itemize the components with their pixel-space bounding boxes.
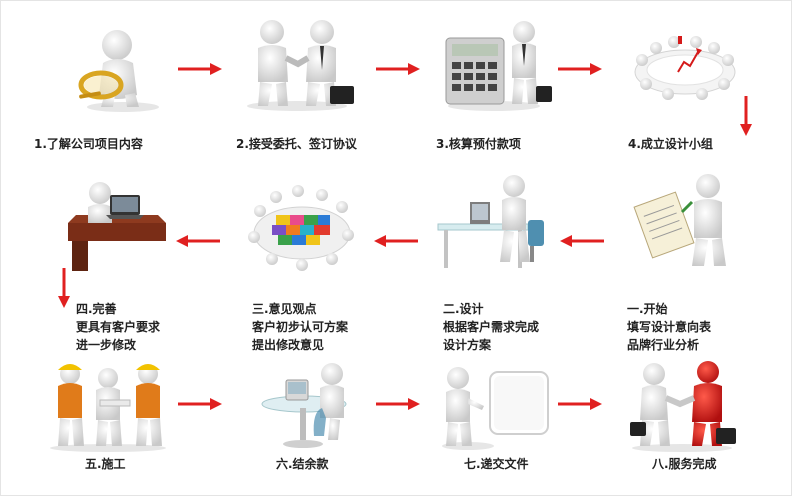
calculator-figure-icon — [445, 21, 552, 111]
step-3-illustration — [432, 12, 562, 112]
arrow-down-right — [740, 96, 752, 136]
step-2-label: 2.接受委托、签订协议 — [236, 137, 357, 151]
step-6-title: 二.设计 — [443, 302, 484, 316]
step-7-line-2: 提出修改意见 — [252, 338, 325, 352]
arrow-right-5 — [376, 398, 420, 410]
puzzle-table-meeting-icon — [248, 185, 354, 271]
step-8-title: 四.完善 — [76, 302, 117, 316]
step-3-label: 3.核算预付款项 — [436, 137, 521, 151]
arrow-left-3 — [560, 235, 604, 247]
step-6-illustration — [430, 172, 560, 272]
arrow-right-3 — [558, 63, 602, 75]
step-8-label: 四.完善 更具有客户要求 进一步修改 — [76, 300, 160, 354]
arrow-left-2 — [374, 235, 418, 247]
step-7-label: 三.意见观点 客户初步认可方案 提出修改意见 — [252, 300, 348, 354]
step-8-illustration — [54, 175, 184, 275]
laptop-desk-figure-icon — [68, 182, 166, 271]
arrow-down-left — [58, 268, 70, 308]
step-2-illustration — [232, 12, 362, 112]
step-1-label: 1.了解公司项目内容 — [34, 137, 143, 151]
step-8-line-1: 更具有客户要求 — [76, 320, 161, 334]
step-6-line-2: 设计方案 — [443, 338, 492, 352]
step-9-label: 五.施工 — [85, 457, 126, 471]
arrow-right-1 — [178, 63, 222, 75]
clipboard-figure-icon — [633, 174, 726, 266]
step-5-illustration — [622, 168, 752, 268]
step-10-label: 六.结余款 — [276, 457, 329, 471]
step-5-label: 一.开始 填写设计意向表 品牌行业分析 — [627, 300, 711, 354]
construction-workers-icon — [50, 364, 166, 452]
round-table-meeting-icon — [634, 36, 736, 100]
arrow-left-1 — [176, 235, 220, 247]
step-1-illustration — [55, 15, 185, 115]
step-6-label: 二.设计 根据客户需求完成 设计方案 — [443, 300, 539, 354]
step-12-label: 八.服务完成 — [652, 457, 717, 471]
arrow-right-4 — [178, 398, 222, 410]
step-7-illustration — [236, 175, 366, 275]
step-7-title: 三.意见观点 — [252, 302, 317, 316]
handshake-red-figure-icon — [630, 361, 736, 452]
step-8-line-2: 进一步修改 — [76, 338, 137, 352]
arrow-right-6 — [558, 398, 602, 410]
arrow-right-2 — [376, 63, 420, 75]
step-4-label: 4.成立设计小组 — [628, 137, 713, 151]
step-9-illustration — [44, 352, 174, 452]
computer-desk-figure-icon — [437, 175, 544, 268]
step-5-title: 一.开始 — [627, 302, 668, 316]
step-11-illustration — [428, 352, 558, 452]
whiteboard-figure-icon — [442, 367, 549, 450]
step-4-illustration — [620, 10, 750, 110]
handshake-figures-icon — [247, 20, 354, 111]
step-5-line-1: 填写设计意向表 — [627, 320, 712, 334]
payment-desk-figure-icon — [261, 363, 347, 448]
step-7-line-1: 客户初步认可方案 — [252, 320, 349, 334]
magnifier-figure-icon — [78, 30, 159, 112]
step-10-illustration — [240, 352, 370, 452]
step-5-line-2: 品牌行业分析 — [627, 338, 700, 352]
step-11-label: 七.递交文件 — [464, 457, 529, 471]
step-12-illustration — [616, 352, 746, 452]
step-6-line-1: 根据客户需求完成 — [443, 320, 540, 334]
